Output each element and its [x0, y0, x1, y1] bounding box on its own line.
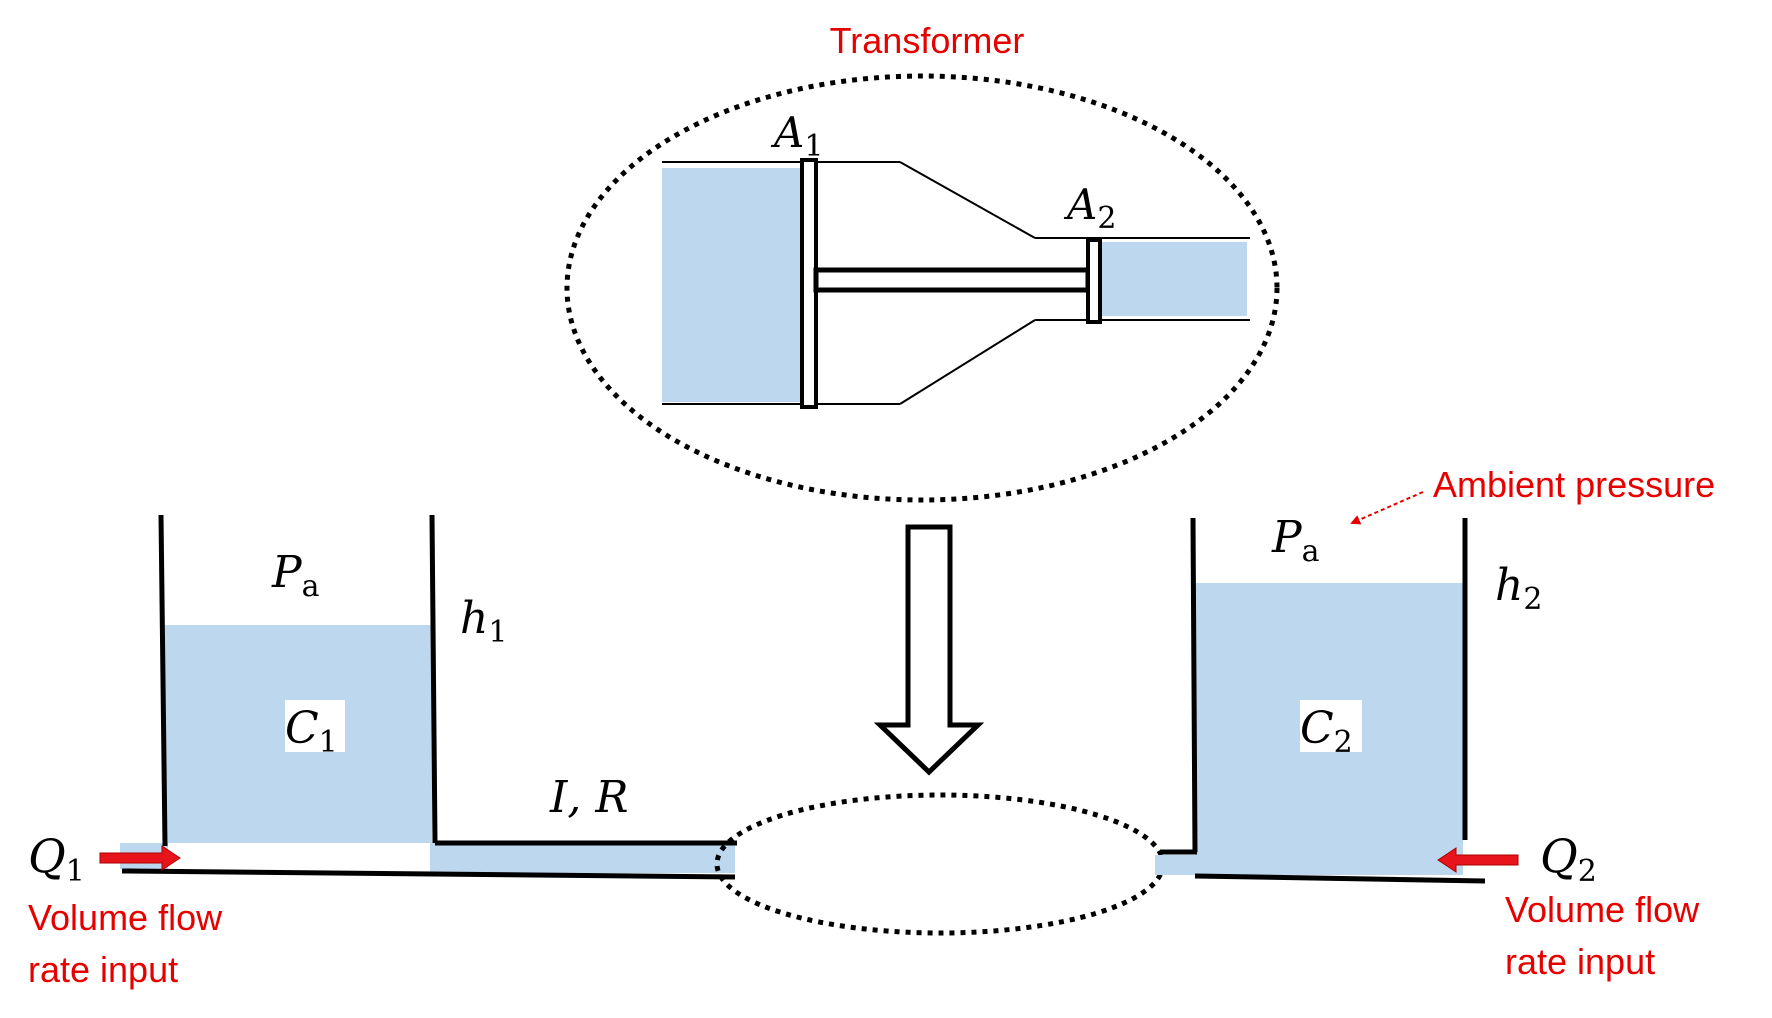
symbol-C2: C2: [1300, 703, 1353, 760]
left-tank-left-wall: [158, 514, 168, 847]
transformer-dotted-ellipse: [564, 73, 1280, 503]
q2-red-arrow: [1437, 847, 1519, 873]
symbol-A1: A1: [770, 108, 823, 164]
flow-input-left-label-line2: rate input: [28, 949, 178, 990]
symbol-Q2: Q2: [1540, 829, 1597, 889]
taper-top-wall: [899, 161, 1036, 239]
right-tank-left-wall: [1190, 517, 1198, 853]
symbol-IR: I, R: [549, 772, 628, 823]
C2-label-bg: [1300, 700, 1362, 752]
small-piston: [1086, 238, 1102, 324]
piston-rod: [813, 267, 1091, 293]
left-bottom-wall: [121, 868, 736, 880]
left-pipe-water: [430, 843, 735, 873]
flow-input-left-label-line1: Volume flow: [28, 897, 223, 938]
symbol-h2: h2: [1495, 560, 1542, 617]
symbol-C1: C1: [285, 703, 338, 760]
flow-input-right-label-line1: Volume flow: [1505, 889, 1700, 930]
symbol-Pa-left: Pa: [271, 547, 320, 604]
right-bottom-wall: [1194, 873, 1486, 884]
symbol-A2: A2: [1063, 180, 1116, 236]
bottom-dotted-ellipse: [714, 792, 1166, 936]
left-tank-right-wall: [429, 514, 438, 844]
large-cylinder-water: [662, 168, 802, 402]
C1-label-bg: [285, 700, 345, 752]
left-tank-group: Pa h1 C1 I, R Q1 Volume flow rate input: [28, 514, 737, 990]
small-cylinder-water: [1102, 242, 1247, 316]
symbol-h1: h1: [460, 593, 507, 650]
symbol-Q1: Q1: [28, 829, 85, 889]
right-pipe-water: [1155, 855, 1197, 875]
transformer-label: Transformer: [830, 20, 1025, 61]
symbol-Pa-right: Pa: [1271, 512, 1320, 569]
flow-input-right-label-line2: rate input: [1505, 941, 1655, 982]
ambient-pressure-dashed-arrow: [1350, 491, 1424, 525]
down-arrow: [873, 524, 985, 776]
taper-bottom-wall: [899, 319, 1036, 405]
ambient-pressure-label: Ambient pressure: [1433, 464, 1715, 505]
transformer-group: Transformer A1 A2: [564, 20, 1280, 503]
q1-red-arrow: [99, 845, 181, 871]
right-tank-group: Pa h2 C2 Ambient pressure Q2 Volume flow…: [1155, 464, 1715, 982]
